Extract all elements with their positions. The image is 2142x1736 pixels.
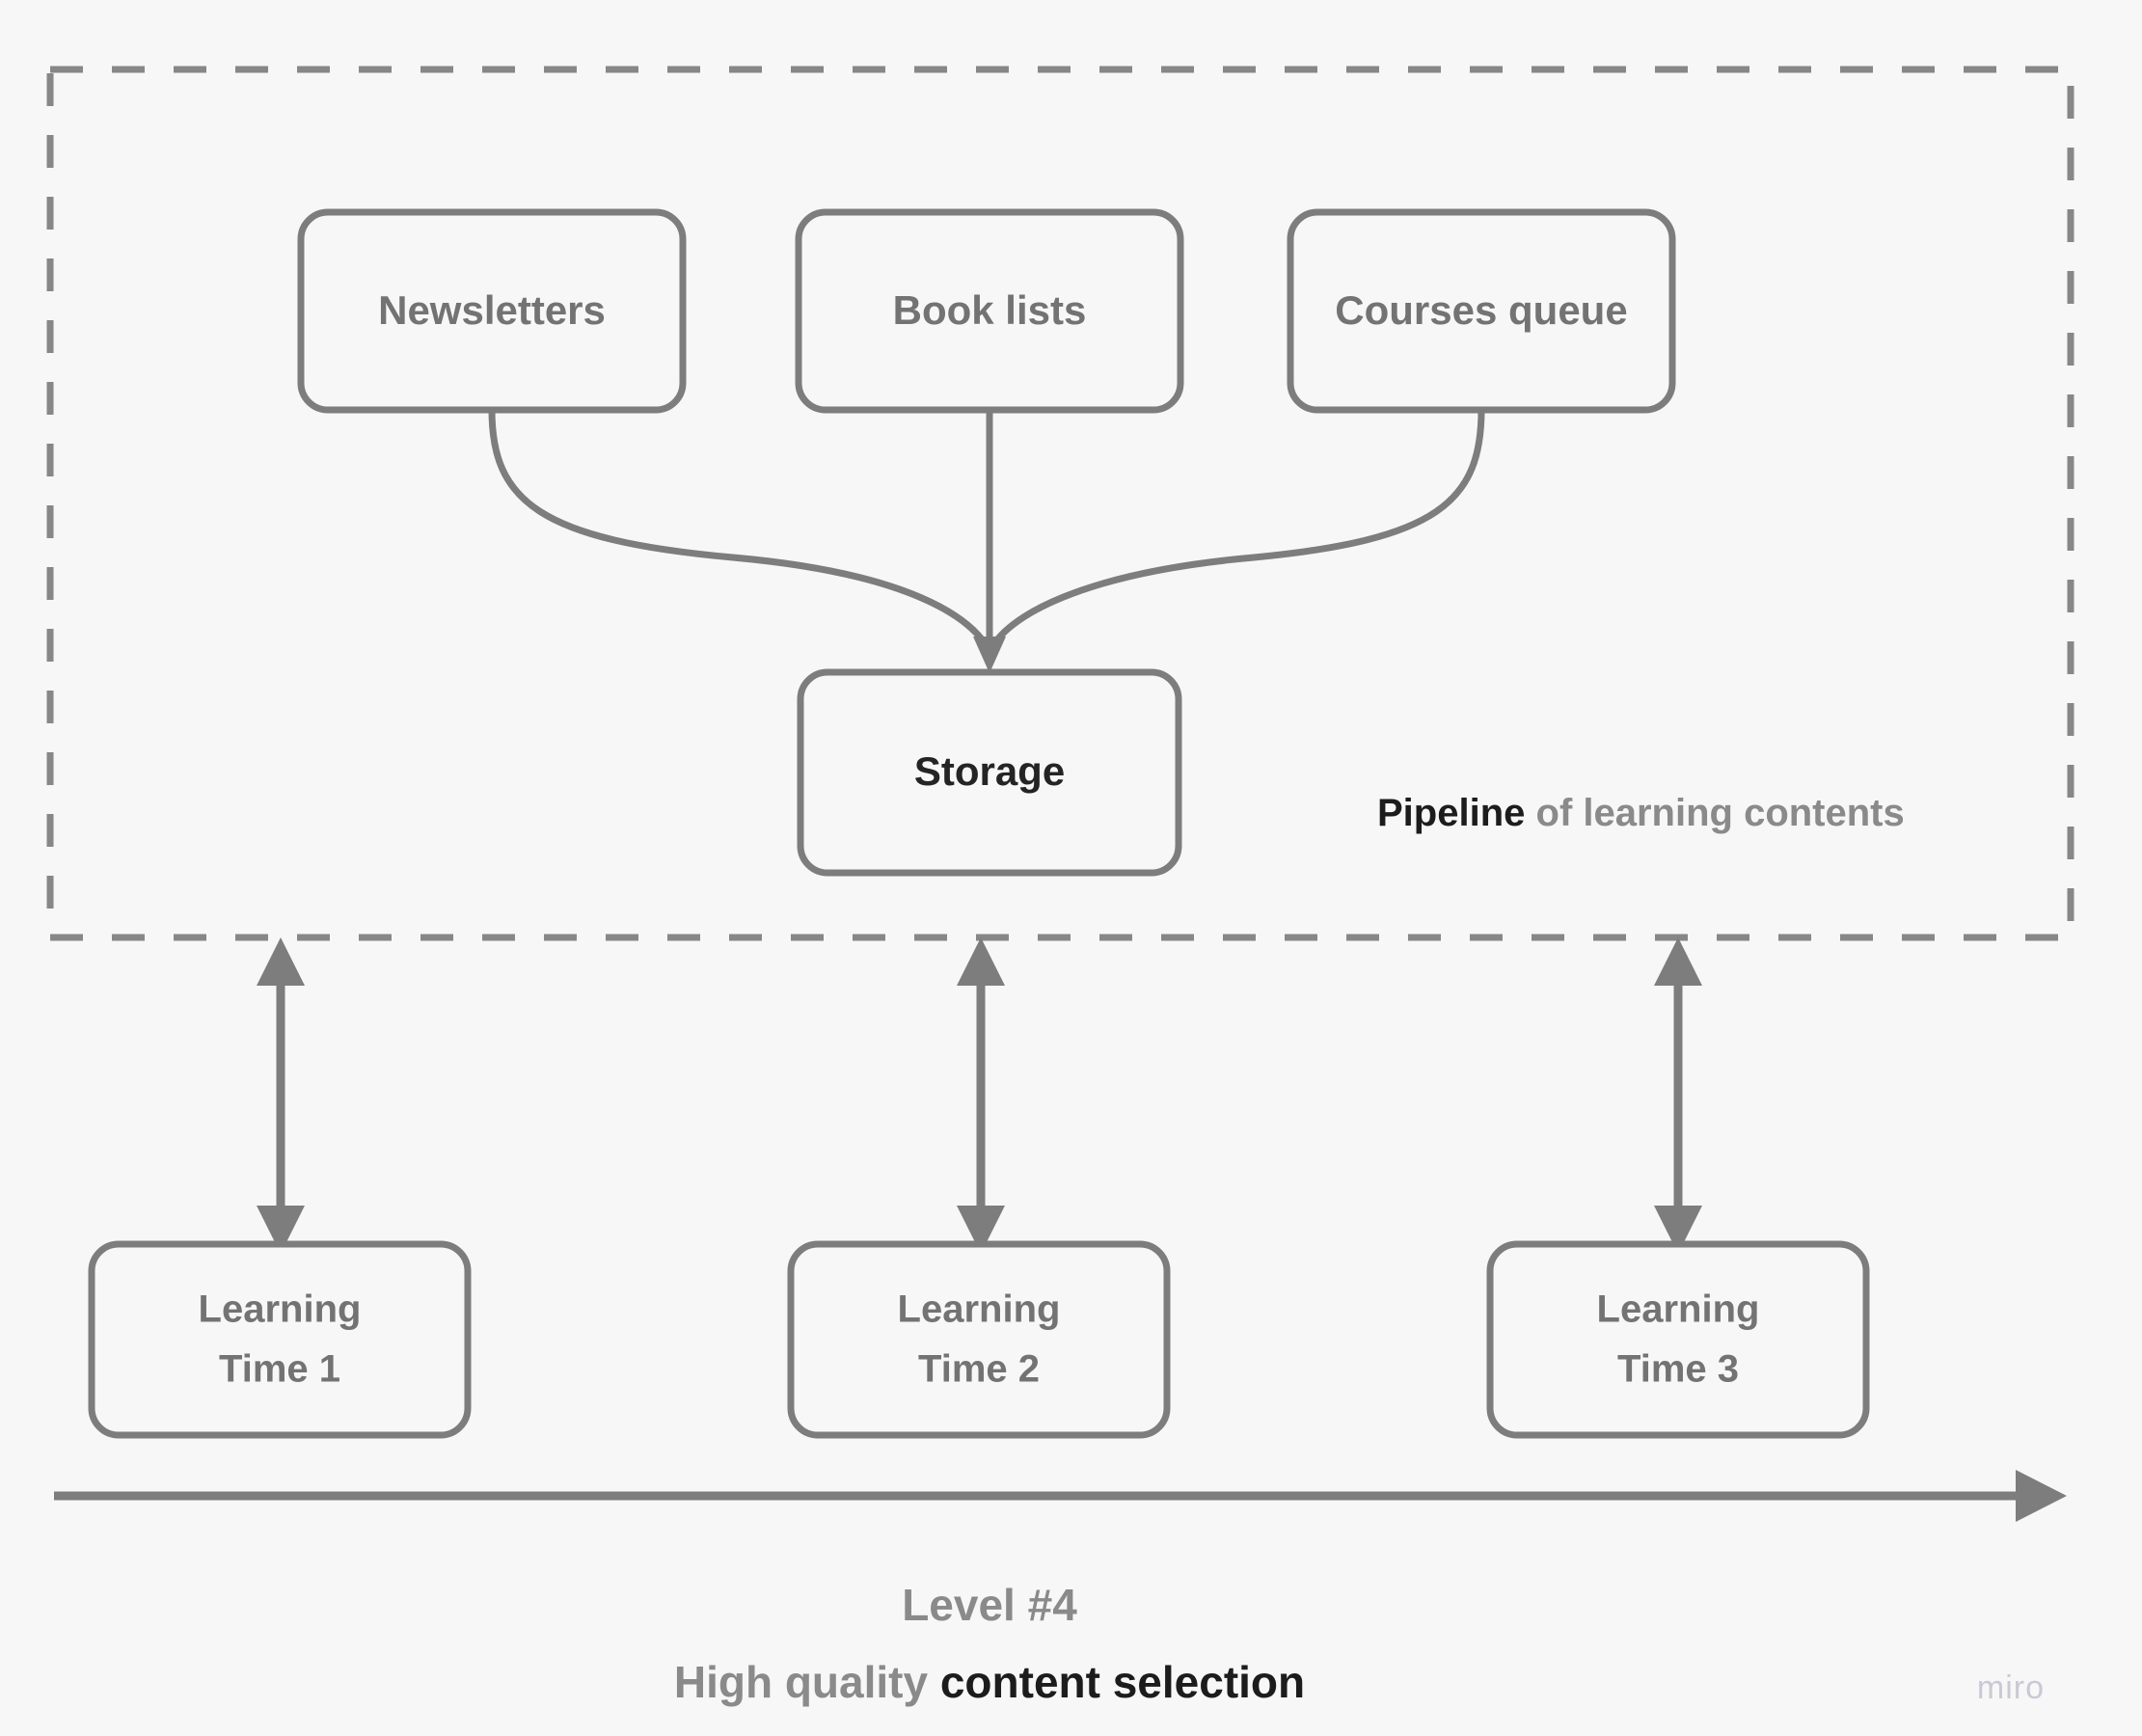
node-book-lists-label: Book lists (893, 287, 1087, 333)
node-book-lists[interactable]: Book lists (795, 208, 1184, 414)
node-learning-time-3-label-line2: Time 3 (1617, 1348, 1739, 1391)
pipeline-group-label: Pipeline of learning contents (1377, 792, 1905, 834)
connector-newsletters-to-storage (488, 406, 993, 656)
node-book-lists-shape[interactable] (795, 208, 1184, 414)
bidirectional-arrow-learning-time-2 (957, 937, 1005, 1254)
node-courses-queue[interactable]: Courses queue (1287, 208, 1676, 414)
node-learning-time-1-label-line1: Learning (199, 1288, 362, 1331)
node-learning-time-3[interactable]: Learning Time 3 (1486, 1240, 1870, 1439)
pipeline-label-rest: of learning contents (1525, 792, 1904, 834)
time-axis-arrow (54, 1470, 2067, 1522)
bidirectional-arrow-learning-time-1 (257, 937, 305, 1254)
miro-watermark: miro (1977, 1669, 2045, 1706)
connector-coursesqueue-to-storage (986, 406, 1485, 656)
node-learning-time-1[interactable]: Learning Time 1 (88, 1240, 472, 1439)
node-learning-time-2-label-line1: Learning (898, 1288, 1061, 1331)
node-learning-time-2-label-line2: Time 2 (918, 1348, 1040, 1391)
node-newsletters-label: Newsletters (378, 287, 606, 333)
node-learning-time-3-shape[interactable] (1486, 1240, 1870, 1439)
node-storage[interactable]: Storage (797, 668, 1182, 877)
footer-level: Level #4 (902, 1580, 1077, 1630)
node-courses-queue-label: Courses queue (1335, 287, 1627, 333)
bidirectional-arrow-learning-time-3 (1654, 937, 1702, 1254)
node-storage-label: Storage (914, 748, 1065, 794)
node-learning-time-2-shape[interactable] (787, 1240, 1171, 1439)
footer-subtitle-grey: High quality (674, 1657, 940, 1707)
pipeline-group-border (46, 66, 2074, 941)
pipeline-label-strong: Pipeline (1377, 792, 1525, 834)
node-newsletters-shape[interactable] (297, 208, 687, 414)
node-storage-shape[interactable] (797, 668, 1182, 877)
node-newsletters[interactable]: Newsletters (297, 208, 687, 414)
footer-subtitle-dark: content selection (940, 1657, 1305, 1707)
node-learning-time-1-label-line2: Time 1 (219, 1348, 340, 1391)
footer-subtitle: High quality content selection (674, 1657, 1305, 1707)
node-learning-time-2[interactable]: Learning Time 2 (787, 1240, 1171, 1439)
node-learning-time-3-label-line1: Learning (1597, 1288, 1760, 1331)
node-courses-queue-shape[interactable] (1287, 208, 1676, 414)
arrowhead-into-storage (973, 637, 1006, 673)
node-learning-time-1-shape[interactable] (88, 1240, 472, 1439)
